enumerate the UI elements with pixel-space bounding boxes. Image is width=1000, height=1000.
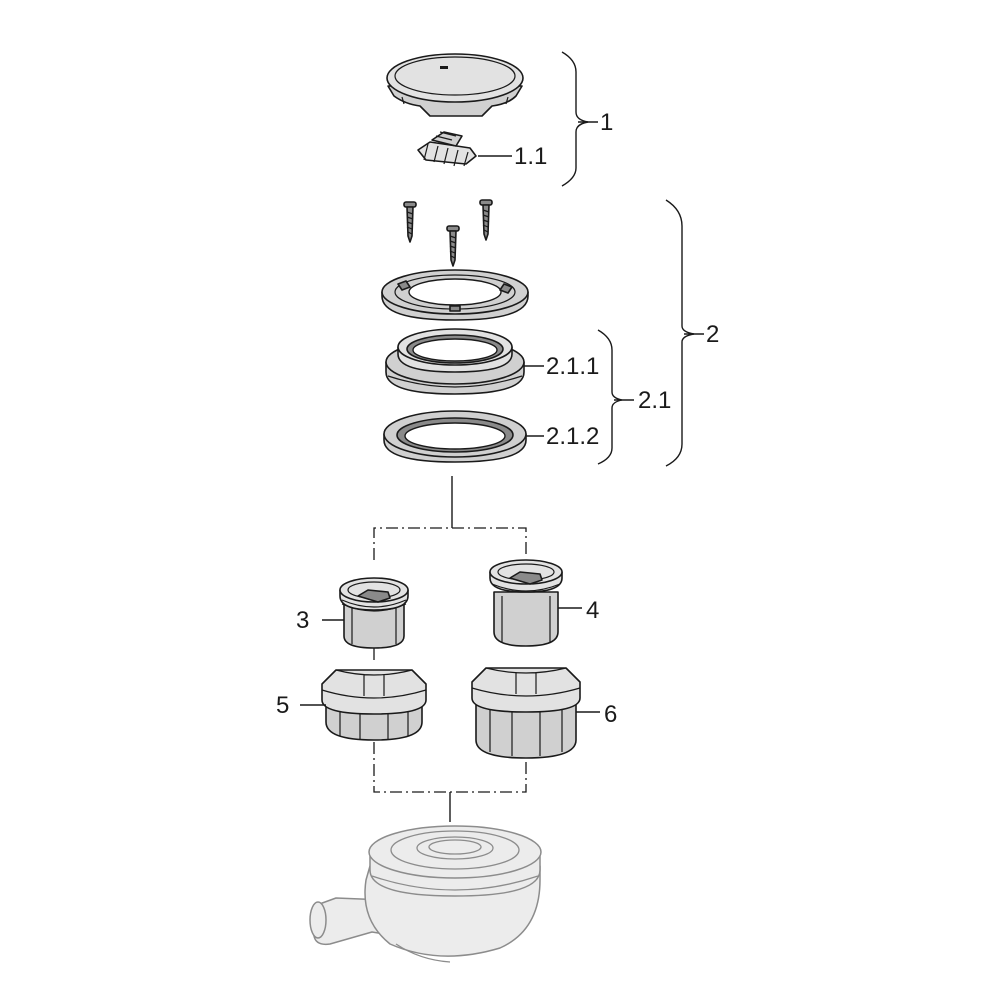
callout-1-1: 1.1 (514, 143, 547, 170)
callout-4: 4 (586, 597, 599, 624)
callout-2-1-1: 2.1.1 (546, 353, 599, 380)
callout-6: 6 (604, 701, 617, 728)
bracket-part-2 (665, 199, 704, 467)
flange-ring (385, 328, 525, 395)
clamping-ring (381, 269, 529, 321)
callout-3: 3 (296, 607, 309, 634)
screw (446, 225, 460, 267)
short-odour-trap-insert (339, 577, 409, 649)
callout-2-1: 2.1 (638, 387, 671, 414)
tall-sleeve (471, 667, 581, 759)
callout-1: 1 (600, 109, 613, 136)
screws (403, 199, 493, 267)
bracket-part-1 (561, 51, 598, 187)
option-box-upper (373, 527, 527, 560)
screw (479, 199, 493, 241)
bracket-part-2-1 (597, 329, 634, 465)
short-sleeve (321, 669, 427, 741)
cover-plate (386, 53, 524, 117)
callout-5: 5 (276, 692, 289, 719)
drain-body-ghost (309, 825, 542, 963)
callout-2-1-2: 2.1.2 (546, 423, 599, 450)
strainer-clip (417, 131, 477, 167)
tall-odour-trap-insert (489, 559, 563, 647)
screw (403, 201, 417, 243)
sealing-ring (383, 410, 527, 463)
callout-2: 2 (706, 321, 719, 348)
